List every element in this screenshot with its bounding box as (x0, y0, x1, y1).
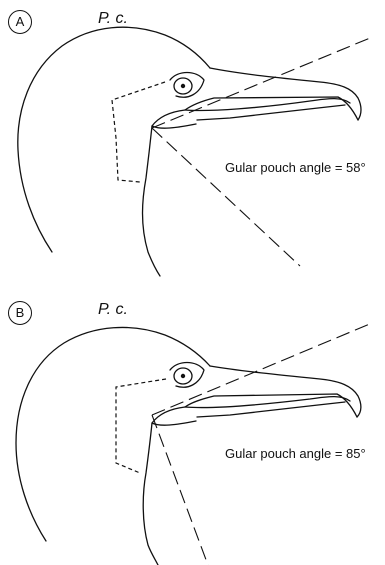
panel-a: A P. c. Gular pouch angle = 58° (0, 0, 385, 282)
bird-head-drawing-b (0, 283, 385, 565)
bill-hook-a (185, 97, 358, 120)
angle-label-a: Gular pouch angle = 58° (225, 160, 366, 175)
bill-hook-b (185, 394, 357, 417)
throat-b (143, 423, 158, 565)
head-neck-outline-a (18, 27, 210, 252)
panel-b: B P. c. Gular pouch angle = 85° (0, 283, 385, 565)
bill-angle-line-b (152, 323, 372, 415)
pouch-angle-line-a (152, 128, 300, 266)
throat-a (143, 126, 161, 276)
head-neck-outline-b (16, 327, 210, 541)
lower-mandible-b (185, 397, 350, 417)
bird-head-drawing-a (0, 0, 385, 282)
pouch-angle-line-b (152, 415, 208, 565)
gape-b (152, 407, 196, 425)
eye-pupil-a (181, 84, 185, 88)
gular-pouch-b (116, 379, 166, 473)
eye-pupil-b (181, 374, 185, 378)
lower-mandible-a (185, 99, 350, 120)
angle-label-b: Gular pouch angle = 85° (225, 446, 366, 461)
